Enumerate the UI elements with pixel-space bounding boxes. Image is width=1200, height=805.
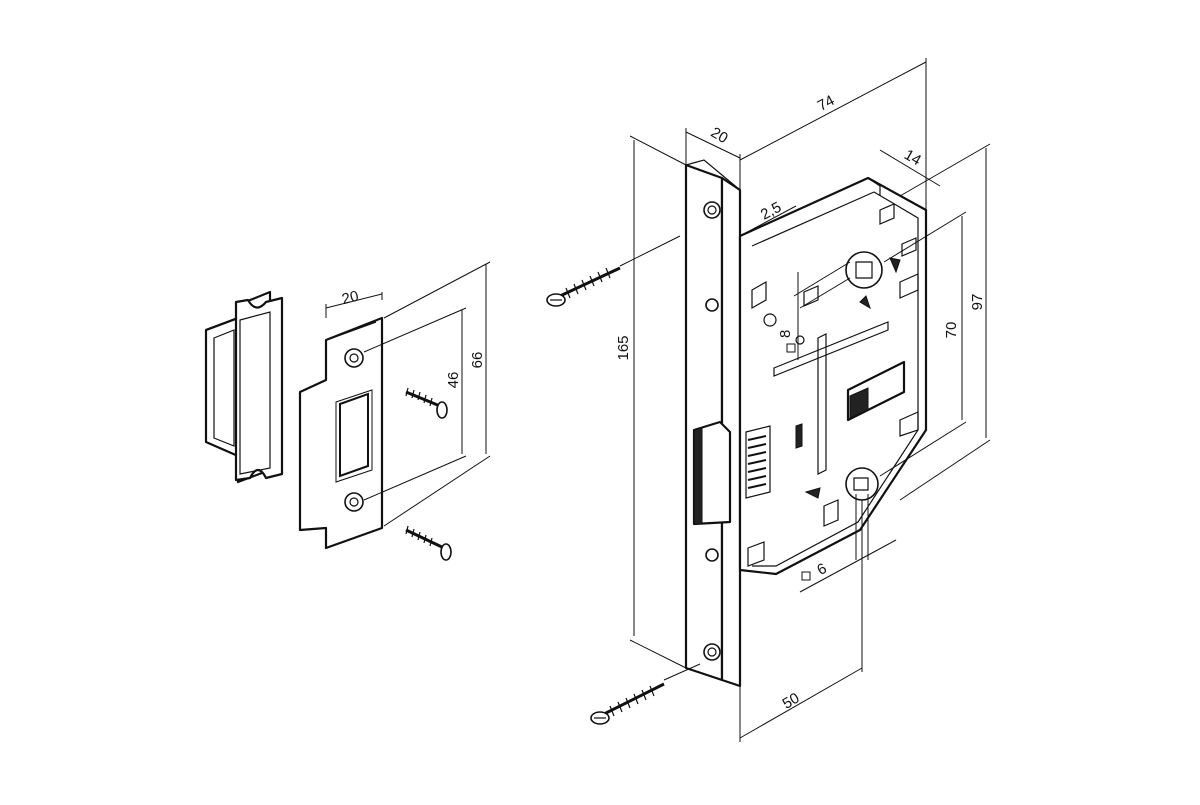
dim-spindle-upper-square: 8 bbox=[777, 330, 794, 338]
strike-screw-upper bbox=[405, 387, 448, 419]
dim-faceplate-height: 165 bbox=[615, 335, 632, 360]
dim-body-height: 97 bbox=[969, 294, 986, 311]
strike-dimensions: 20 46 66 bbox=[325, 261, 491, 527]
faceplate-screw-upper bbox=[546, 235, 681, 307]
dim-strike-height: 66 bbox=[469, 352, 486, 369]
dim-spindle-lower-square: 6 bbox=[814, 560, 829, 579]
faceplate-screw-lower bbox=[590, 663, 701, 725]
dim-edge-offset: 14 bbox=[901, 146, 924, 169]
strike-screw-lower bbox=[405, 525, 452, 561]
lock-body bbox=[738, 176, 928, 576]
dim-body-depth: 74 bbox=[815, 92, 838, 115]
dim-spindle-spacing: 70 bbox=[943, 322, 960, 339]
faceplate bbox=[684, 159, 742, 688]
dim-strike-width: 20 bbox=[340, 288, 360, 309]
dim-backset: 50 bbox=[780, 690, 803, 713]
strike-plate bbox=[298, 316, 384, 550]
strike-box bbox=[204, 290, 284, 484]
dim-strike-hole-spacing: 46 bbox=[445, 372, 462, 389]
dim-faceplate-width: 20 bbox=[708, 124, 731, 147]
